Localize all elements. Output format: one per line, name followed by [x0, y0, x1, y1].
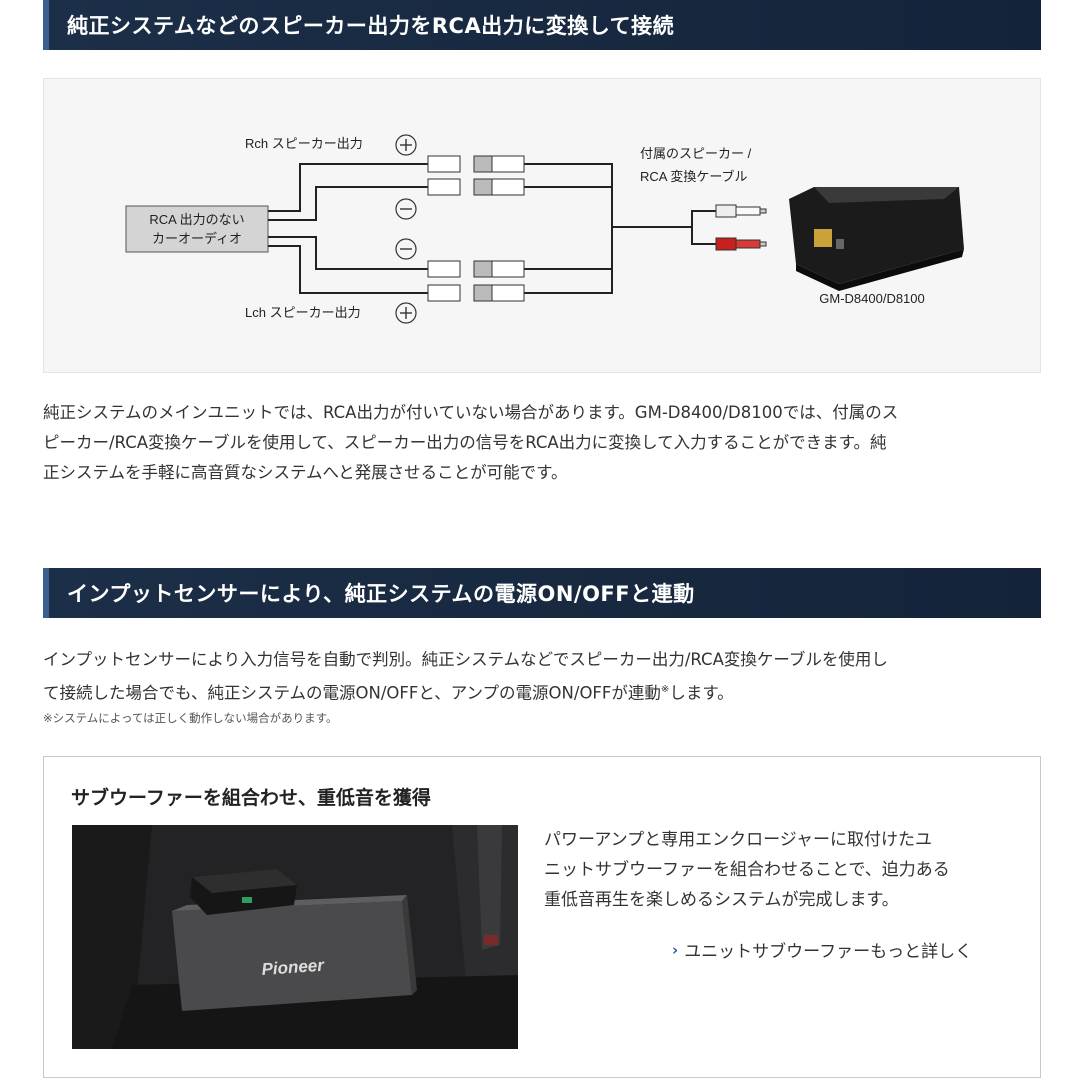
connector-pairs [427, 155, 525, 302]
feature-description: パワーアンプと専用エンクロージャーに取付けたユ ニットサブウーファーを組合わせる… [544, 825, 1014, 915]
input-sensor-description: インプットセンサーにより入力信号を自動で判別。純正システムなどでスピーカー出力/… [43, 645, 1038, 709]
section-heading-rca-conversion: 純正システムなどのスピーカー出力をRCA出力に変換して接続 [43, 0, 1041, 50]
cable-label-line2: RCA 変換ケーブル [640, 169, 748, 184]
feature-text-line: 重低音再生を楽しめるシステムが完成します。 [544, 890, 899, 910]
link-label: ユニットサブウーファーもっと詳しく [684, 942, 973, 962]
wiring-diagram: RCA 出力のない カーオーディオ Rch スピーカー出力 Lch スピーカー出… [43, 78, 1041, 373]
minus-icon [395, 238, 417, 260]
plus-icon [395, 302, 417, 324]
lch-output-label: Lch スピーカー出力 [245, 305, 361, 320]
speaker-wires [268, 163, 716, 294]
pioneer-logo: Pioneer [261, 956, 326, 979]
paragraph-line: 正システムを手軽に高音質なシステムへと発展させることが可能です。 [43, 463, 568, 482]
amplifier-model-label: GM-D8400/D8100 [819, 291, 925, 306]
rch-output-label: Rch スピーカー出力 [245, 136, 363, 151]
subwoofer-photo: Pioneer [72, 825, 518, 1049]
minus-icon [395, 198, 417, 220]
paragraph-line: ピーカー/RCA変換ケーブルを使用して、スピーカー出力の信号をRCA出力に変換し… [43, 433, 887, 452]
chevron-right-icon: › [672, 940, 679, 959]
subwoofer-details-link[interactable]: › ユニットサブウーファーもっと詳しく [672, 937, 973, 963]
paragraph-line: インプットセンサーにより入力信号を自動で判別。純正システムなどでスピーカー出力/… [43, 650, 888, 669]
section-heading-text: インプットセンサーにより、純正システムの電源ON/OFFと連動 [67, 582, 695, 606]
paragraph-line: 純正システムのメインユニットでは、RCA出力が付いていない場合があります。GM-… [43, 403, 899, 422]
rca-plug-red [715, 237, 767, 251]
feature-text-line: パワーアンプと専用エンクロージャーに取付けたユ [544, 830, 932, 850]
section-heading-text: 純正システムなどのスピーカー出力をRCA出力に変換して接続 [67, 14, 675, 38]
subwoofer-feature-card: サブウーファーを組合わせ、重低音を獲得 Pioneer パワーアンプと専用エンク… [43, 756, 1041, 1078]
amplifier-image [789, 187, 964, 291]
plus-icon [395, 134, 417, 156]
footnote-mark: ※ [660, 684, 670, 695]
head-unit-label-line2: カーオーディオ [152, 231, 242, 246]
head-unit-box [125, 205, 269, 253]
paragraph-line: て接続した場合でも、純正システムの電源ON/OFFと、アンプの電源ON/OFFが… [43, 683, 734, 703]
rca-plug-white [715, 204, 767, 218]
footnote: ※システムによっては正しく動作しない場合があります。 [43, 711, 338, 725]
feature-title: サブウーファーを組合わせ、重低音を獲得 [71, 787, 431, 809]
wiring-diagram-svg: RCA 出力のない カーオーディオ Rch スピーカー出力 Lch スピーカー出… [125, 134, 964, 324]
cable-label-line1: 付属のスピーカー / [640, 146, 752, 161]
feature-text-line: ニットサブウーファーを組合わせることで、迫力ある [544, 860, 950, 880]
section-heading-input-sensor: インプットセンサーにより、純正システムの電源ON/OFFと連動 [43, 568, 1041, 618]
rca-conversion-description: 純正システムのメインユニットでは、RCA出力が付いていない場合があります。GM-… [43, 398, 1038, 488]
head-unit-label-line1: RCA 出力のない [149, 212, 244, 227]
